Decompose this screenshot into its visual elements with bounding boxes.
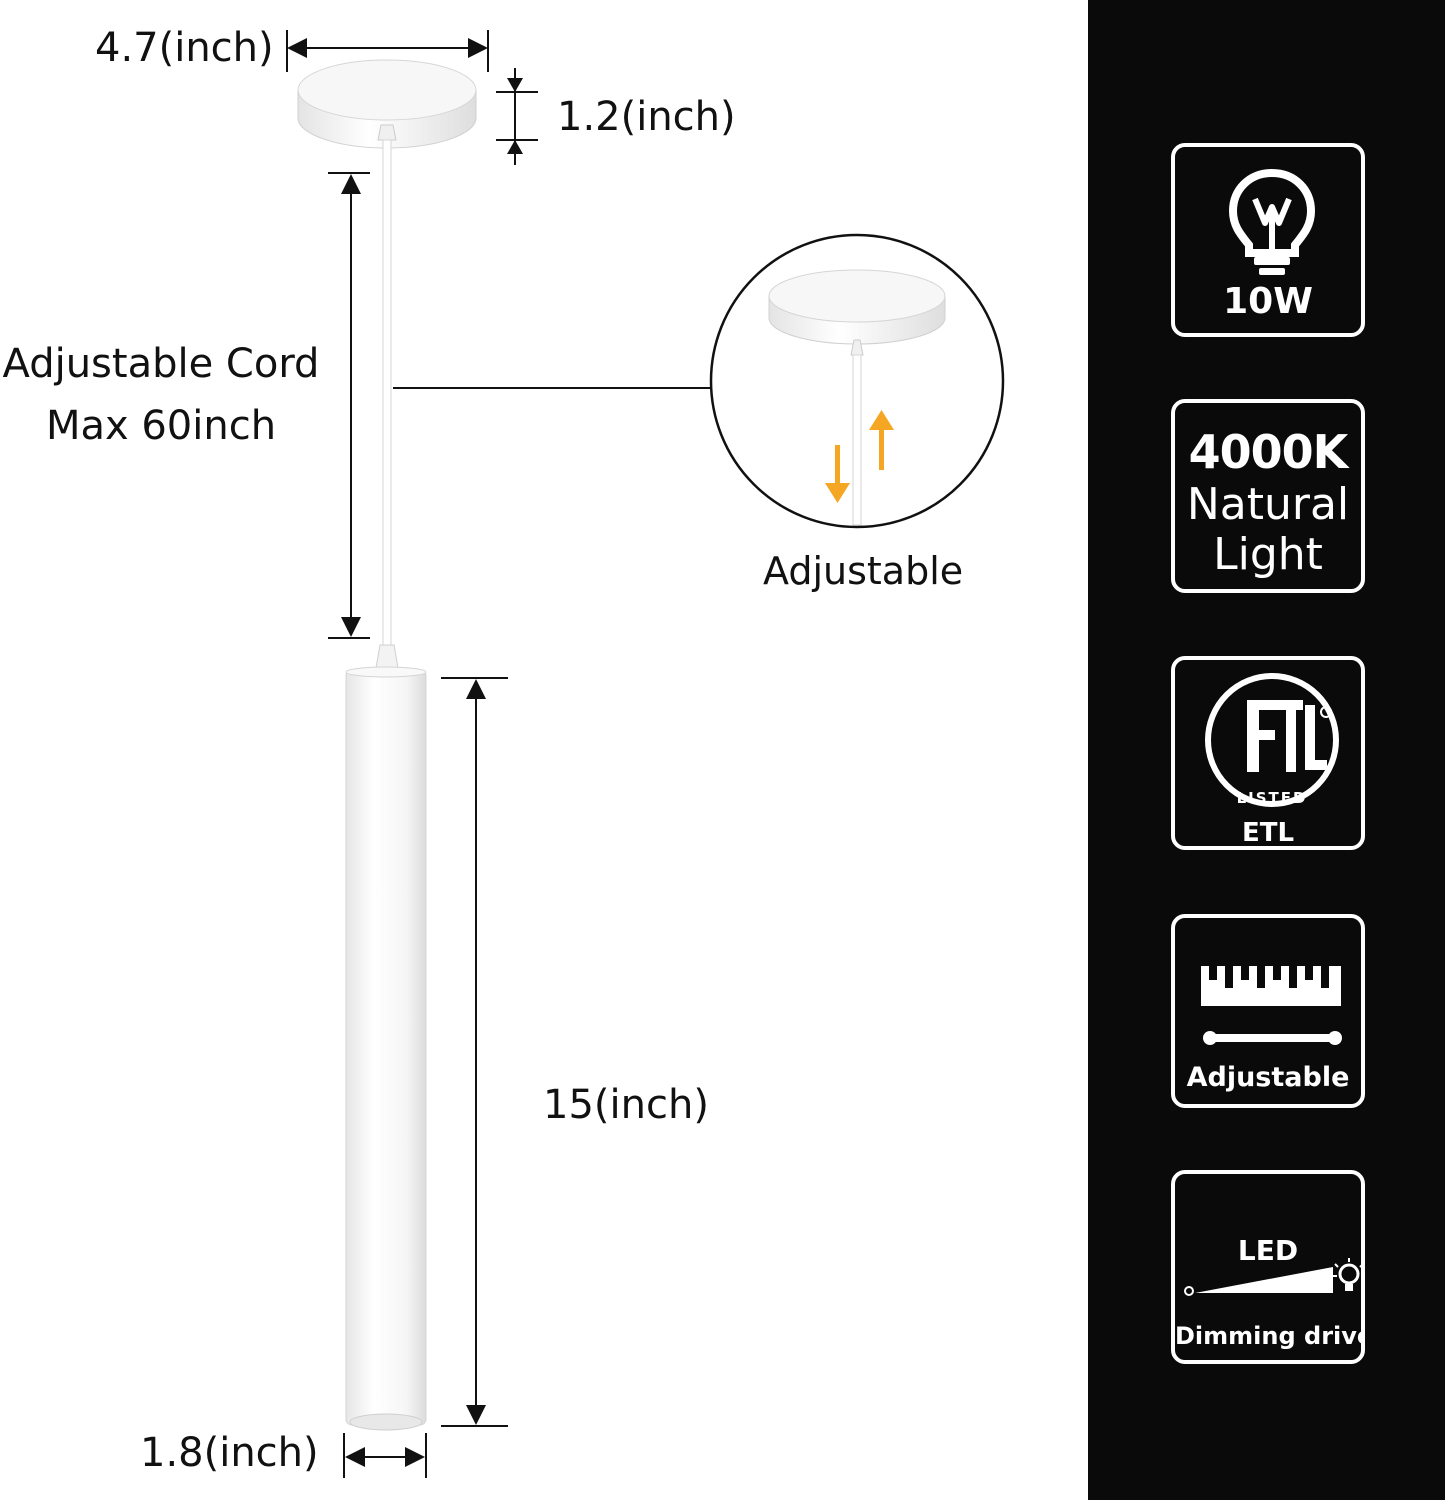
tube-diameter-dimension bbox=[343, 1433, 427, 1478]
cord-connector bbox=[375, 644, 399, 669]
canopy-height-label: 1.2(inch) bbox=[557, 94, 736, 140]
pendant-tube bbox=[345, 666, 427, 1431]
dimming-badge: LED Dimming drive bbox=[1171, 1170, 1365, 1364]
cord-label-line2: Max 60inch bbox=[45, 403, 277, 449]
canopy-width-dimension bbox=[286, 30, 489, 72]
color-temperature-line2: Natural bbox=[1186, 479, 1350, 530]
etl-label: ETL bbox=[1241, 818, 1295, 848]
color-temperature-line3: Light bbox=[1213, 529, 1323, 580]
feature-panel: 10W 4000K Natural Light LISTED ETL bbox=[1088, 0, 1445, 1500]
tube-diameter-label: 1.8(inch) bbox=[140, 1430, 319, 1476]
bulb-icon bbox=[1228, 168, 1316, 275]
power-badge: 10W bbox=[1171, 143, 1365, 337]
cord-length-dimension bbox=[328, 172, 370, 639]
adjustable-badge: Adjustable bbox=[1171, 914, 1365, 1108]
product-diagram: 4.7(inch) 1.2(inch) Adjustable Cord Max … bbox=[0, 25, 1005, 1478]
tube-length-label: 15(inch) bbox=[543, 1082, 709, 1128]
ruler-icon bbox=[1201, 966, 1342, 1045]
up-arrow-icon bbox=[869, 410, 894, 470]
pendant-light-drawing bbox=[286, 30, 1005, 1478]
cord-length-label: Adjustable Cord Max 60inch bbox=[0, 333, 322, 457]
dimming-drive-label: Dimming drive bbox=[1175, 1322, 1365, 1350]
detail-caption: Adjustable bbox=[763, 549, 964, 593]
color-temperature-badge: 4000K Natural Light bbox=[1171, 399, 1365, 593]
down-arrow-icon bbox=[825, 445, 850, 503]
dimmer-icon bbox=[1184, 1258, 1361, 1296]
cord-label-line1: Adjustable Cord bbox=[2, 341, 320, 387]
tube-length-dimension bbox=[441, 677, 508, 1427]
canopy-width-label: 4.7(inch) bbox=[95, 25, 274, 71]
etl-badge: LISTED ETL bbox=[1171, 656, 1365, 850]
power-label: 10W bbox=[1223, 281, 1313, 322]
canopy-height-dimension bbox=[496, 68, 538, 165]
etl-logo-icon: LISTED bbox=[1205, 673, 1339, 807]
adjustable-label: Adjustable bbox=[1186, 1062, 1350, 1093]
canopy bbox=[297, 59, 477, 149]
cord bbox=[382, 139, 392, 646]
color-temperature-value: 4000K bbox=[1188, 425, 1349, 479]
etl-listed-text: LISTED bbox=[1237, 789, 1308, 807]
led-label: LED bbox=[1237, 1234, 1299, 1267]
adjustable-detail-circle bbox=[709, 233, 1005, 529]
